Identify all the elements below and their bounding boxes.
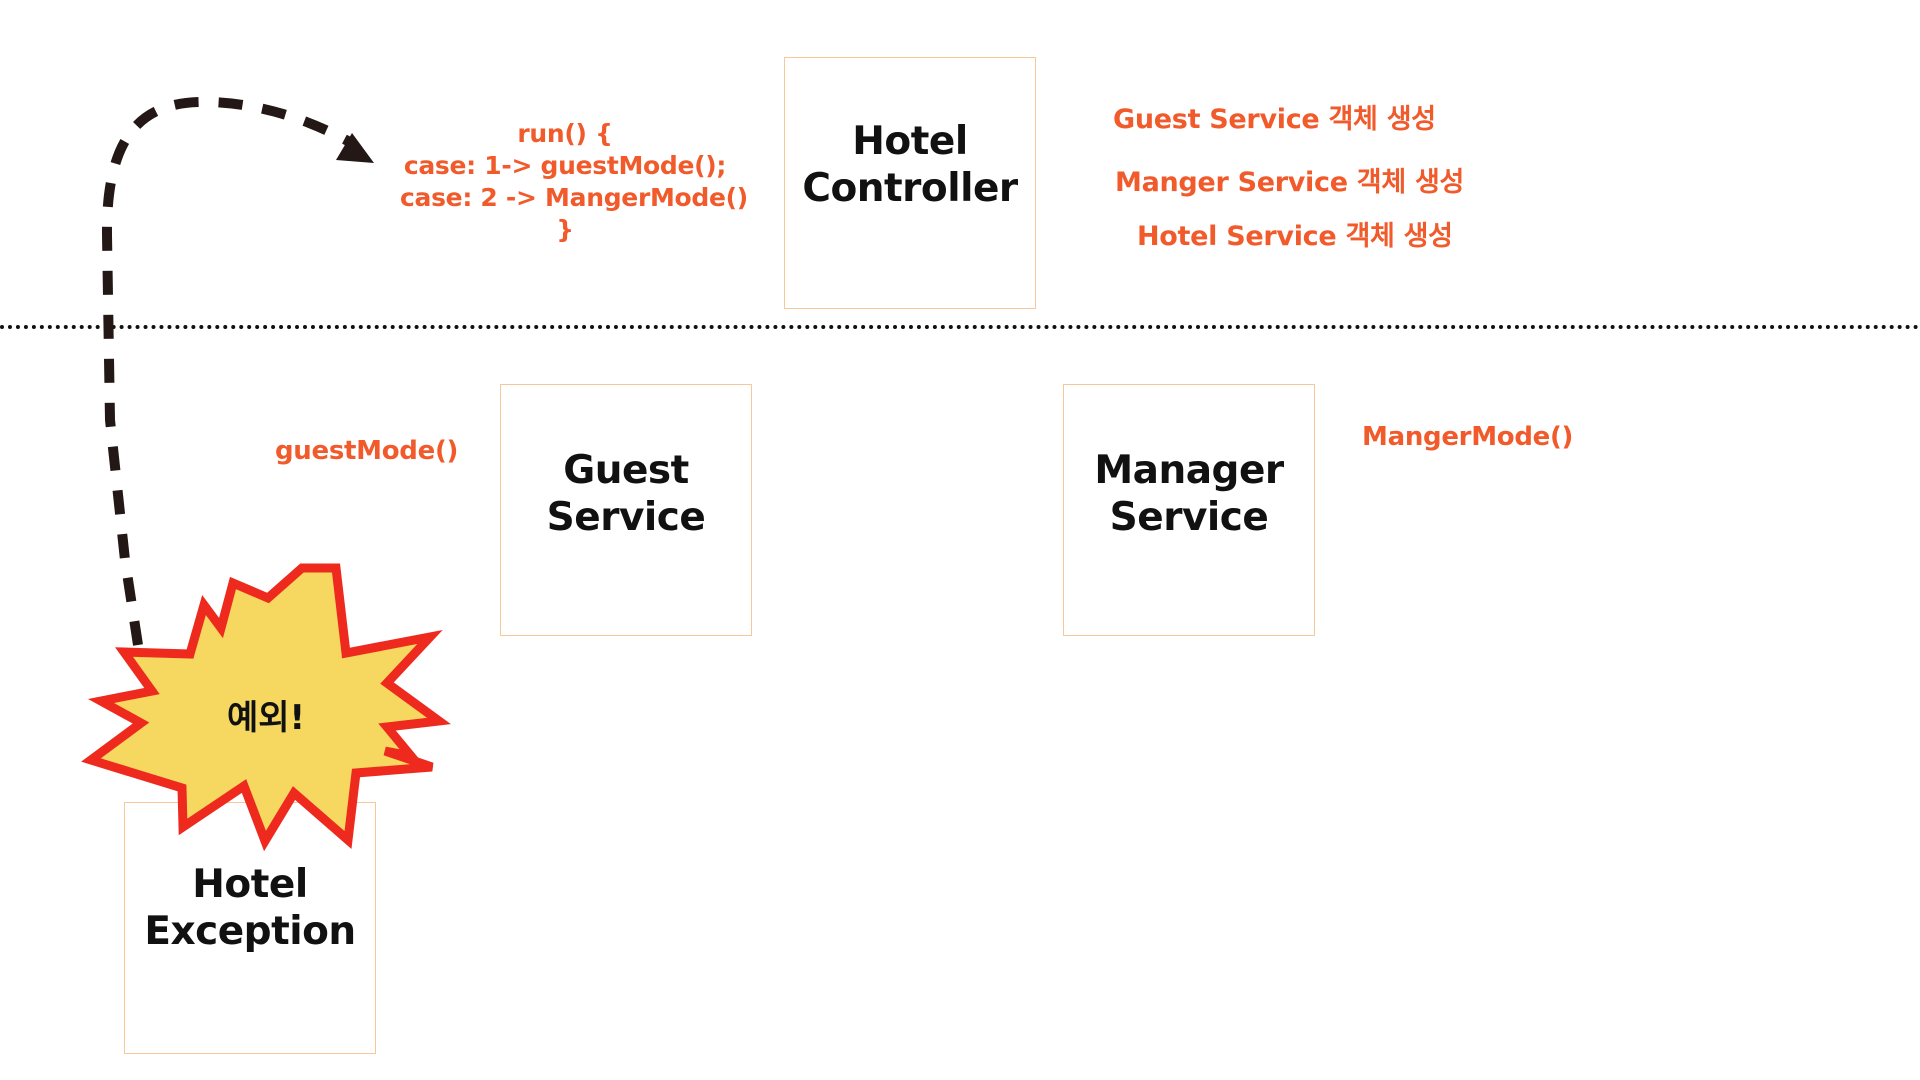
hotel-controller-box: Hotel Controller (784, 57, 1036, 309)
manger-mode-method-label: MangerMode() (1362, 422, 1574, 452)
layer-divider (0, 325, 1920, 329)
hotel-exception-box: Hotel Exception (124, 802, 376, 1054)
code-line: case: 1-> guestMode(); (403, 151, 727, 180)
hotel-service-creation-note: Hotel Service 객체 생성 (1137, 221, 1453, 252)
guest-mode-method-label: guestMode() (275, 436, 459, 466)
exception-burst-label: 예외! (226, 698, 306, 738)
manager-service-box: Manager Service (1063, 384, 1315, 636)
run-method-code-note: run() { case: 1-> guestMode(); case: 2 -… (400, 118, 748, 246)
code-line: } (556, 215, 574, 244)
guest-service-creation-note: Guest Service 객체 생성 (1113, 104, 1436, 135)
manager-service-creation-note: Manger Service 객체 생성 (1115, 167, 1465, 198)
code-line: run() { (517, 119, 613, 148)
arrow-head-icon (336, 133, 374, 163)
hotel-exception-title: Hotel Exception (144, 862, 356, 954)
manager-service-title: Manager Service (1094, 448, 1284, 540)
hotel-controller-title: Hotel Controller (802, 119, 1018, 211)
guest-service-title: Guest Service (546, 448, 706, 540)
guest-service-box: Guest Service (500, 384, 752, 636)
code-line: case: 2 -> MangerMode() (400, 183, 748, 212)
dashed-flow-arrow-path (101, 96, 358, 646)
explosion-burst-icon (81, 563, 451, 852)
